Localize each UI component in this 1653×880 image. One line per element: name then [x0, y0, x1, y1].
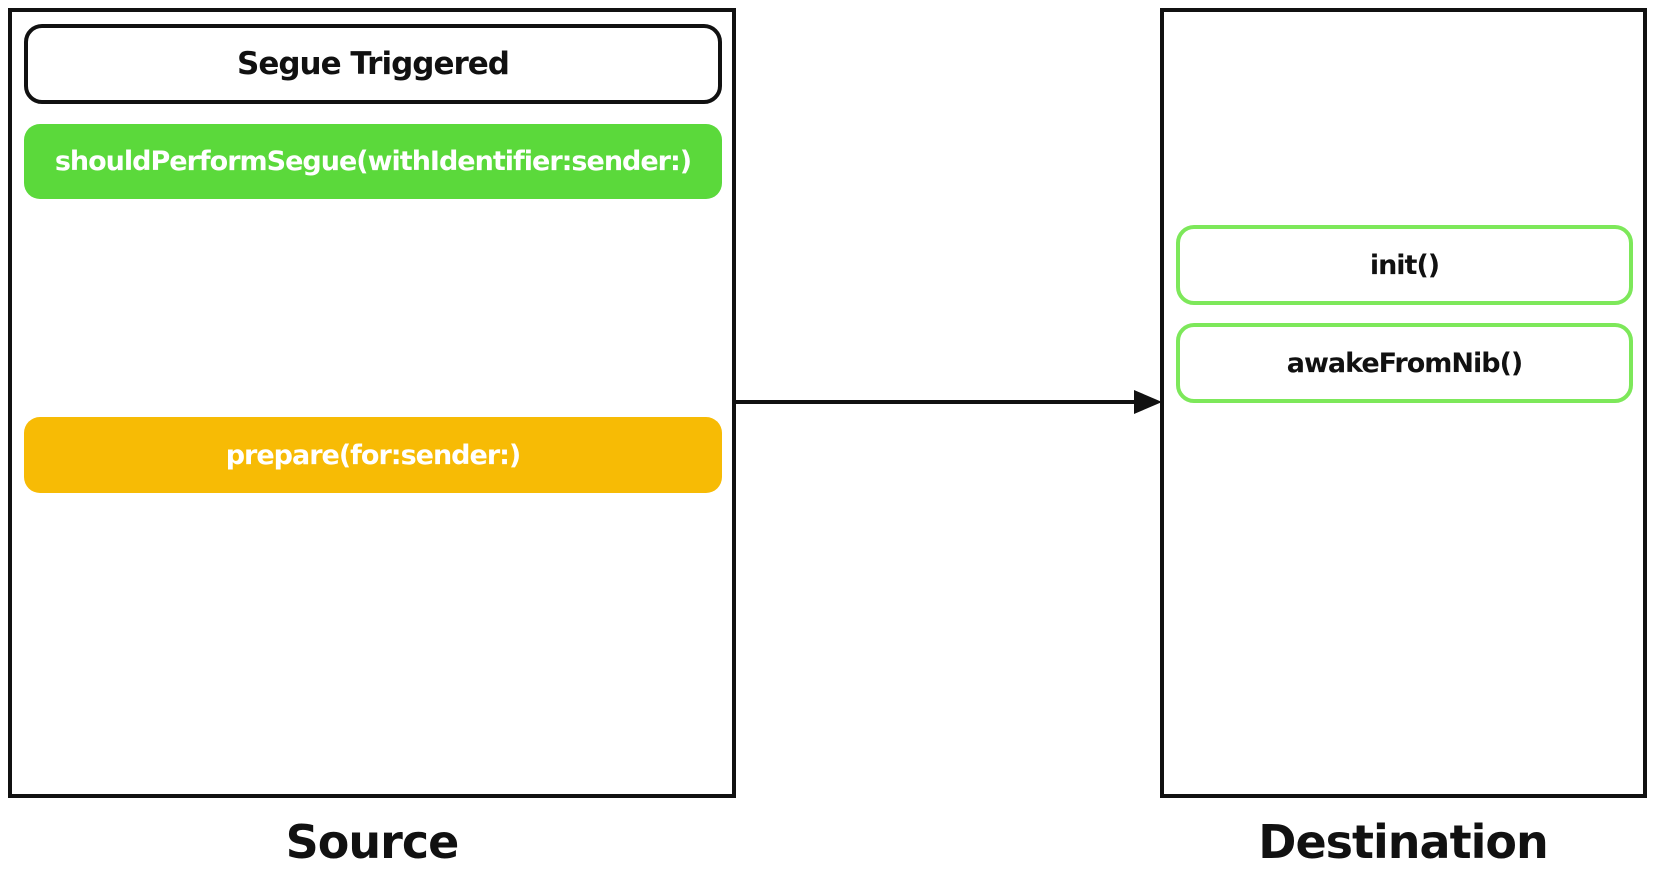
source-caption: Source: [285, 815, 460, 869]
arrow-right-icon: [736, 390, 1162, 414]
destination-panel: [1160, 8, 1647, 798]
awake-from-nib-box: awakeFromNib(): [1176, 323, 1633, 403]
should-perform-segue-box: shouldPerformSegue(withIdentifier:sender…: [24, 124, 722, 199]
init-label: init(): [1369, 249, 1440, 281]
destination-caption: Destination: [1258, 815, 1548, 869]
awake-from-nib-label: awakeFromNib(): [1286, 347, 1523, 379]
prepare-box: prepare(for:sender:): [24, 417, 722, 493]
segue-triggered-label: Segue Triggered: [237, 46, 510, 82]
init-box: init(): [1176, 225, 1633, 305]
segue-triggered-box: Segue Triggered: [24, 24, 722, 104]
prepare-label: prepare(for:sender:): [225, 439, 522, 471]
should-perform-segue-label: shouldPerformSegue(withIdentifier:sender…: [54, 146, 692, 177]
